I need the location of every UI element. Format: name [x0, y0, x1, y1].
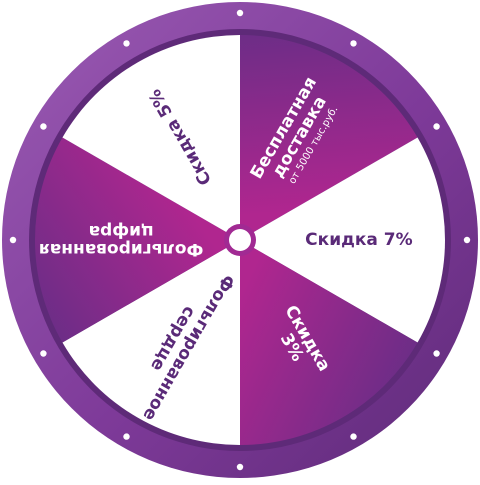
rim-rivet	[236, 9, 244, 17]
wheel-hub-center[interactable]	[229, 229, 251, 251]
segment-free-delivery	[240, 35, 418, 240]
rim-rivet	[9, 236, 17, 244]
segment-discount-3	[240, 240, 418, 445]
segment-label-discount-7: Скидка 7%	[305, 230, 412, 250]
rim-rivet	[40, 350, 47, 357]
segment-discount-5	[62, 35, 241, 240]
segment-label-line: Скидка 7%	[305, 230, 412, 250]
rim-rivet	[433, 350, 440, 357]
wheel-rivets	[9, 9, 471, 471]
segment-label-line: Фольгированная	[39, 239, 204, 259]
segment-discount-7	[240, 137, 445, 343]
segment-curly-heart	[62, 240, 241, 445]
rim-rivet	[40, 123, 47, 130]
rim-rivet	[236, 463, 244, 471]
rim-rivet	[350, 433, 357, 440]
segment-label-line: цифра	[89, 221, 154, 241]
wheel-segments	[34, 35, 445, 445]
rim-rivet	[123, 433, 130, 440]
rim-rivet	[463, 236, 471, 244]
rim-rivet	[350, 40, 357, 47]
segment-curly-digit	[34, 137, 241, 343]
rim-rivet	[433, 123, 440, 130]
wheel-hub	[224, 224, 256, 256]
rim-rivet	[123, 40, 130, 47]
